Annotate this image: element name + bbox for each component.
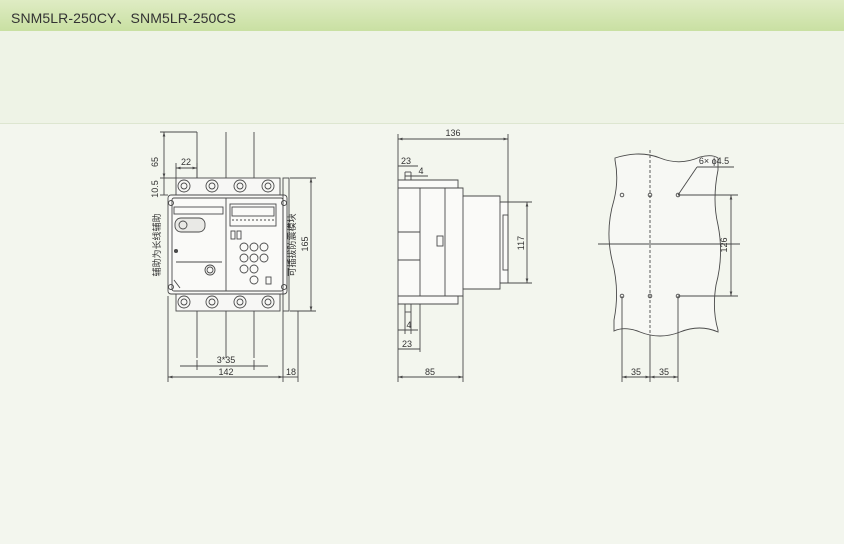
dim-23-top: 23	[401, 156, 411, 166]
mount-view	[598, 150, 740, 382]
band-divider	[0, 123, 844, 124]
dim-4-top: 4	[418, 166, 423, 176]
side-view	[397, 134, 532, 382]
blank-band	[0, 31, 844, 123]
dim-vertical: 126	[719, 237, 729, 252]
dim-width: 142	[218, 367, 233, 377]
dim-side: 18	[286, 367, 296, 377]
dim-terminal-pitch: 22	[181, 157, 191, 167]
front-view	[160, 131, 316, 382]
dim-23-bottom: 23	[402, 339, 412, 349]
dim-pole-spacing: 3*35	[217, 355, 236, 365]
dim-total-height: 165	[300, 236, 310, 251]
header-bar: SNM5LR-250CY、SNM5LR-250CS	[0, 0, 844, 31]
dim-spacing-right: 35	[659, 367, 669, 377]
label-right-vertical: 可插拔防震模块	[286, 213, 297, 276]
label-left-vertical: 辅助为长线辅助	[151, 213, 162, 276]
dim-base: 85	[425, 367, 435, 377]
dim-depth-total: 136	[445, 128, 460, 138]
dim-top-height: 65	[150, 157, 160, 167]
dim-terminal-top: 10.5	[150, 180, 160, 198]
dim-spacing-left: 35	[631, 367, 641, 377]
page-title: SNM5LR-250CY、SNM5LR-250CS	[11, 10, 237, 26]
dim-4-bottom: 4	[406, 320, 411, 330]
dim-height: 117	[516, 236, 526, 250]
dim-holes: 6× ϕ4.5	[699, 156, 729, 166]
